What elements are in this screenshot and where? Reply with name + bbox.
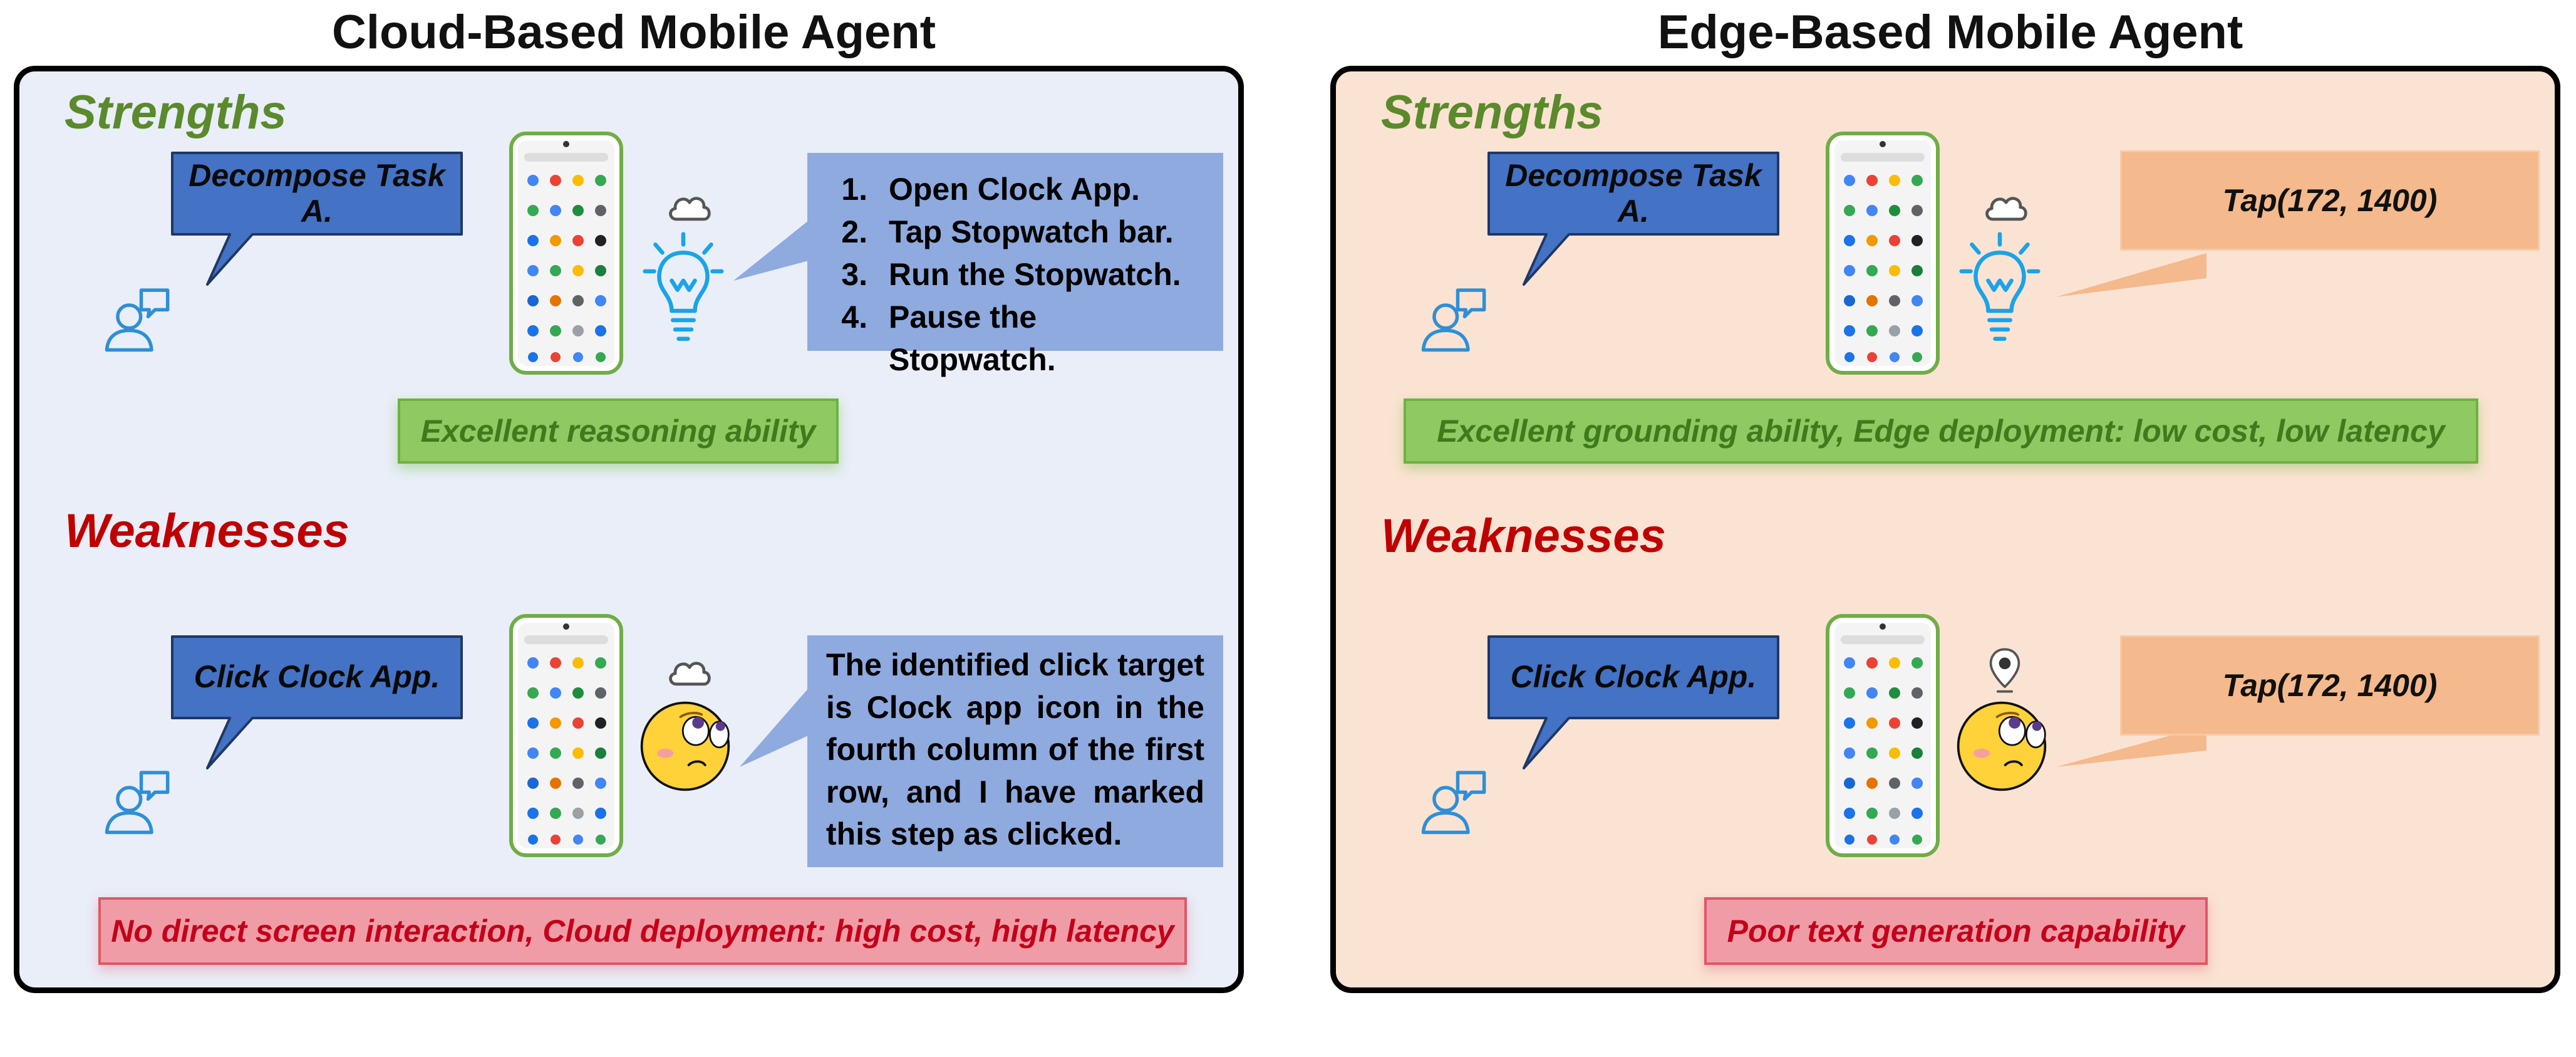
thinking-face-icon bbox=[638, 699, 732, 793]
user-chat-icon bbox=[1420, 284, 1489, 353]
edge-weakness-response-bubble: Tap(172, 1400) bbox=[2120, 635, 2540, 736]
edge-weakness-instruction-text: Click Clock App. bbox=[1510, 659, 1757, 695]
cloud-weakness-tag: No direct screen interaction, Cloud depl… bbox=[98, 897, 1187, 965]
lightbulb-icon bbox=[643, 229, 724, 346]
phone-screen-icon bbox=[509, 614, 623, 857]
cloud-strength-tag: Excellent reasoning ability bbox=[398, 398, 839, 464]
plan-step: Open Clock App. bbox=[876, 168, 1211, 211]
cloud-strength-instruction-bubble: Decompose Task A. bbox=[170, 150, 483, 301]
cloud-response-bubble: The identified click target is Clock app… bbox=[807, 635, 1223, 867]
plan-step: Run the Stopwatch. bbox=[876, 253, 1211, 296]
edge-agent-panel: Strengths Decompose Task A. Tap(172, 140… bbox=[1330, 66, 2560, 993]
cloud-agent-panel: Strengths Decompose Task A. Open Clock A… bbox=[14, 66, 1244, 993]
edge-weakness-instruction-bubble: Click Clock App. bbox=[1486, 634, 1799, 784]
lightbulb-icon bbox=[1959, 229, 2041, 346]
cloud-response-bubble-pointer bbox=[740, 667, 827, 767]
thinking-face-icon bbox=[1955, 699, 2049, 793]
user-chat-icon bbox=[103, 767, 172, 836]
cloud-weakness-instruction-bubble: Click Clock App. bbox=[170, 634, 483, 784]
cloud-strength-instruction-text: Decompose Task A. bbox=[189, 157, 445, 229]
user-chat-icon bbox=[1420, 767, 1489, 836]
edge-strength-instruction-text: Decompose Task A. bbox=[1505, 157, 1762, 229]
cloud-plan-steps: Open Clock App. Tap Stopwatch bar. Run t… bbox=[807, 153, 1223, 381]
cloud-icon bbox=[666, 654, 713, 688]
cloud-plan-bubble-pointer bbox=[733, 206, 827, 281]
cloud-icon bbox=[1982, 189, 2030, 223]
cloud-strengths-label: Strengths bbox=[65, 86, 287, 139]
edge-weaknesses-label: Weaknesses bbox=[1381, 509, 1666, 563]
cloud-weaknesses-label: Weaknesses bbox=[65, 504, 349, 558]
cloud-plan-bubble: Open Clock App. Tap Stopwatch bar. Run t… bbox=[807, 153, 1223, 377]
edge-weakness-tag: Poor text generation capability bbox=[1704, 897, 2208, 965]
cloud-weakness-instruction-text: Click Clock App. bbox=[194, 659, 440, 695]
phone-screen-icon bbox=[1826, 614, 1940, 857]
plan-step: Tap Stopwatch bar. bbox=[876, 211, 1211, 253]
cloud-agent-title: Cloud-Based Mobile Agent bbox=[331, 6, 936, 59]
phone-screen-icon bbox=[509, 132, 623, 375]
edge-strength-tag: Excellent grounding ability, Edge deploy… bbox=[1404, 398, 2478, 464]
phone-screen-icon bbox=[1826, 132, 1940, 375]
edge-agent-title: Edge-Based Mobile Agent bbox=[1657, 6, 2243, 59]
cloud-icon bbox=[666, 189, 713, 223]
edge-strength-instruction-bubble: Decompose Task A. bbox=[1486, 150, 1799, 301]
edge-strength-response-bubble: Tap(172, 1400) bbox=[2120, 150, 2540, 251]
edge-strengths-label: Strengths bbox=[1381, 86, 1603, 139]
cloud-response-text: The identified click target is Clock app… bbox=[826, 647, 1204, 851]
location-pin-icon bbox=[1987, 647, 2022, 694]
plan-step: Pause the Stopwatch. bbox=[876, 296, 1211, 381]
edge-strength-bubble-pointer bbox=[2056, 253, 2206, 297]
user-chat-icon bbox=[103, 284, 172, 353]
edge-weakness-bubble-pointer bbox=[2056, 726, 2206, 767]
